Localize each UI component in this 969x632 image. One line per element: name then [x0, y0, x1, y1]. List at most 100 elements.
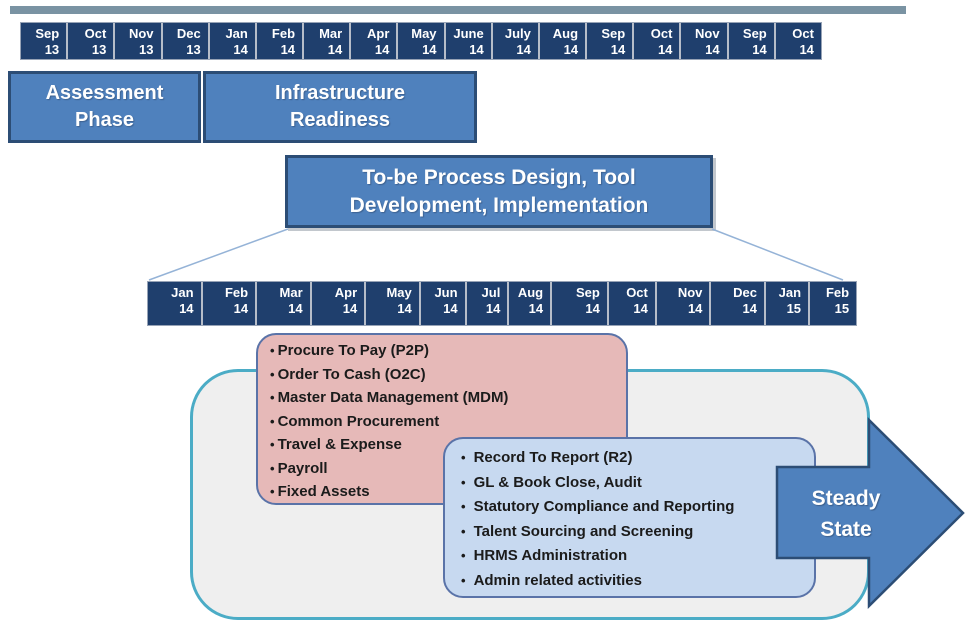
- timeline-cell-year: 14: [443, 301, 458, 316]
- list-item-label: Travel & Expense: [277, 436, 402, 453]
- timeline-cell: Jun 14: [418, 282, 465, 325]
- timeline-cell: Dec 13: [160, 23, 208, 59]
- bullet-icon: •: [270, 413, 275, 429]
- list-item-label: Record To Report (R2): [473, 449, 633, 466]
- list-item: • Common Procurement: [270, 410, 620, 434]
- list-item-label: Procure To Pay (P2P): [277, 342, 429, 359]
- list-item-label: Fixed Assets: [277, 483, 370, 500]
- timeline-cell-month: Jan: [171, 285, 194, 300]
- list-item-label: Common Procurement: [277, 412, 440, 430]
- timeline-cell: Sep 14: [550, 282, 607, 325]
- timeline-cell-month: Aug: [517, 285, 544, 300]
- timeline-cell-month: Mar: [279, 285, 303, 300]
- timeline-cell-year: 14: [233, 301, 249, 316]
- timeline-cell-year: 14: [799, 42, 814, 57]
- timeline-cell: Oct 13: [66, 23, 114, 59]
- timeline-cell-month: Nov: [677, 285, 703, 300]
- timeline-cell: May 14: [396, 23, 444, 59]
- bullet-icon: •: [461, 548, 466, 563]
- timeline-cell-month: Nov: [695, 26, 720, 41]
- timeline-cell-year: 14: [327, 42, 343, 57]
- timeline-cell-month: Nov: [128, 26, 154, 41]
- timeline-cell-year: 14: [705, 42, 720, 57]
- timeline-cell-year: 15: [786, 301, 802, 316]
- timeline-cell-year: 13: [44, 42, 60, 57]
- timeline-cell-year: 14: [657, 42, 673, 57]
- timeline-cell: Oct 14: [606, 282, 655, 325]
- bullet-icon: •: [461, 572, 466, 588]
- timeline-cell-year: 13: [186, 42, 201, 57]
- timeline-cell: Dec 14: [709, 282, 764, 325]
- timeline-cell: Aug 14: [537, 23, 586, 59]
- timeline-cell: Nov 14: [679, 23, 727, 59]
- list-item: • Admin related activities: [461, 569, 808, 594]
- list-item-label: Master Data Management (MDM): [277, 389, 509, 406]
- timeline-cell-month: Jul: [481, 285, 501, 300]
- timeline-cell: Feb 14: [254, 23, 303, 59]
- timeline-cell: Jul 14: [464, 282, 508, 325]
- callout-line-left: [148, 228, 289, 281]
- timeline-cell-month: Dec: [176, 26, 201, 41]
- timeline-cell-year: 14: [742, 301, 757, 316]
- timeline-cell-year: 14: [516, 42, 531, 57]
- timeline-cell-month: July: [504, 26, 531, 41]
- timeline-cell-year: 14: [233, 42, 248, 57]
- timeline-cell-month: Jun: [434, 285, 458, 300]
- callout-line-right: [711, 228, 844, 281]
- tobe-process-box: To-be Process Design, Tool Development, …: [285, 155, 713, 228]
- timeline-cell-year: 14: [687, 301, 703, 316]
- timeline-cell-year: 14: [528, 301, 544, 316]
- timeline-cell-month: Feb: [224, 285, 249, 300]
- bullet-icon: •: [461, 499, 466, 514]
- timeline-cell-month: June: [453, 26, 484, 41]
- timeline-cell-year: 14: [485, 301, 501, 316]
- timeline-cell-month: Mar: [319, 26, 343, 41]
- list-item: • Master Data Management (MDM): [270, 386, 620, 410]
- timeline-cell-month: Feb: [271, 26, 296, 41]
- timeline-cell-year: 15: [834, 301, 850, 316]
- timeline-cell-year: 14: [374, 42, 390, 57]
- timeline-cell-year: 14: [422, 42, 437, 57]
- list-item: • Talent Sourcing and Screening: [461, 520, 808, 545]
- assessment-phase-line2: Phase: [75, 109, 134, 131]
- list-item-label: Talent Sourcing and Screening: [473, 522, 694, 540]
- timeline-cell-month: Sep: [601, 26, 626, 41]
- timeline-cell: Sep 14: [585, 23, 633, 59]
- timeline-cell-month: Oct: [626, 285, 648, 300]
- reporting-process-list: • Record To Report (R2) • GL & Book Clos…: [443, 437, 816, 598]
- list-item: • HRMS Administration: [461, 544, 808, 569]
- timeline-cell-month: Oct: [84, 26, 107, 41]
- list-item-label: Admin related activities: [473, 571, 642, 589]
- timeline-cell-month: Apr: [366, 26, 390, 41]
- bullet-icon: •: [270, 366, 275, 382]
- timeline-cell: Mar 14: [255, 282, 310, 325]
- timeline-cell: Aug 14: [507, 282, 551, 325]
- timeline-cell-year: 14: [610, 42, 626, 57]
- timeline-cell-year: 14: [280, 42, 296, 57]
- bullet-icon: •: [270, 460, 275, 476]
- timeline-cell-month: Jan: [225, 26, 248, 41]
- list-item: • Payroll: [270, 457, 620, 481]
- timeline-cell: Sep 13: [21, 23, 67, 59]
- timeline-cell-year: 14: [397, 301, 412, 316]
- bullet-icon: •: [461, 474, 466, 490]
- list-item-label: Order To Cash (O2C): [277, 365, 426, 383]
- timeline-cell-year: 13: [139, 42, 154, 57]
- timeline-cell: May 14: [364, 282, 419, 325]
- infrastructure-readiness-line2: Readiness: [289, 109, 391, 131]
- list-item: • Record To Report (R2): [461, 446, 808, 471]
- timeline-cell: Oct 14: [773, 23, 821, 59]
- tobe-process-line1: To-be Process Design, Tool: [362, 165, 636, 189]
- timeline-cell-year: 14: [752, 42, 767, 57]
- infrastructure-readiness-box: Infrastructure Readiness: [203, 71, 477, 143]
- timeline-cell-year: 14: [563, 42, 579, 57]
- timeline-cell: Feb 14: [200, 282, 256, 325]
- timeline-cell-year: 14: [179, 301, 194, 316]
- bullet-icon: •: [270, 390, 275, 405]
- bullet-icon: •: [270, 437, 275, 452]
- timeline-cell-month: Sep: [35, 26, 60, 41]
- timeline-cell-month: Aug: [552, 26, 579, 41]
- timeline-cell-year: 14: [633, 301, 648, 316]
- timeline-cell-month: Oct: [792, 26, 814, 41]
